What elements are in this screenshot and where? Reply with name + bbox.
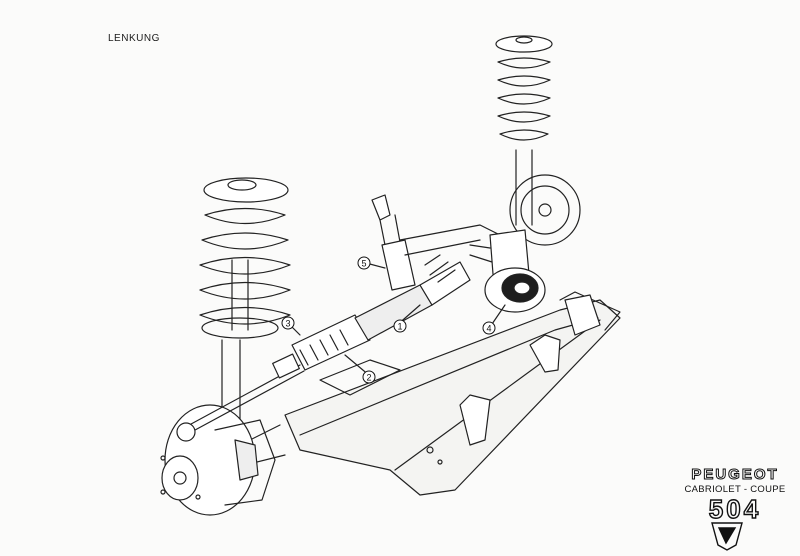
- peugeot-lion-logo-icon: [711, 522, 743, 551]
- callout-4: 4: [482, 321, 496, 335]
- steering-valve: [371, 194, 501, 291]
- left-hub-brake: [160, 404, 276, 516]
- callout-5: 5: [357, 256, 371, 270]
- subframe: [244, 291, 621, 496]
- right-spring-strut: [495, 35, 581, 246]
- svg-text:3: 3: [285, 319, 290, 329]
- brand-model: 504: [708, 494, 762, 524]
- power-steering-pump: [469, 229, 546, 313]
- svg-text:5: 5: [361, 259, 366, 269]
- svg-text:1: 1: [397, 322, 402, 332]
- callout-1: 1: [393, 319, 407, 333]
- left-spring-strut: [199, 177, 291, 421]
- diagram-title: LENKUNG: [108, 33, 160, 44]
- callout-2: 2: [362, 370, 376, 384]
- svg-text:2: 2: [366, 373, 371, 383]
- brand-block: PEUGEOT CABRIOLET - COUPE 504: [676, 466, 794, 524]
- brand-name: PEUGEOT: [691, 466, 779, 484]
- svg-text:4: 4: [486, 324, 491, 334]
- callout-3: 3: [281, 316, 295, 330]
- brand-subtitle: CABRIOLET - COUPE: [684, 484, 786, 495]
- steering-rack: [176, 254, 471, 442]
